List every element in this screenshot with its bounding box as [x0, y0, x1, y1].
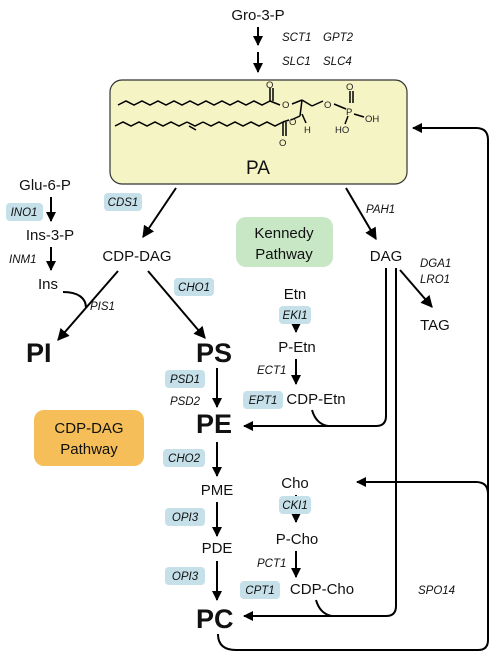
enzyme-inm1: INM1 [9, 254, 36, 266]
enzyme-slc1: SLC1 [282, 56, 311, 68]
dag-label: DAG [370, 248, 403, 265]
enzyme-cds1: CDS1 [108, 197, 139, 209]
enzyme-sct1: SCT1 [282, 32, 311, 44]
arrow-cdpdag-pi [57, 270, 119, 341]
cdpdag-pathway-box [34, 410, 144, 466]
ins3p-label: Ins-3-P [26, 227, 74, 244]
ino1-highlight [6, 203, 43, 221]
atom-ho: HO [335, 125, 349, 136]
cho-label: Cho [281, 475, 309, 492]
enzyme-opi3-a: OPI3 [172, 512, 199, 524]
pi-label: PI [26, 338, 52, 368]
arrow-pa-dag [345, 187, 377, 241]
enzyme-lro1: LRO1 [420, 274, 450, 286]
atom-o-carbonyl-lower: O [279, 138, 286, 149]
enzyme-slc4: SLC4 [323, 56, 352, 68]
p-cho-label: P-Cho [276, 531, 319, 548]
cdpetn-joining-curve [311, 409, 329, 427]
atom-o-phosphoryl: O [346, 82, 353, 93]
arrow-pc-spo14-loop [217, 123, 489, 651]
opi3a-highlight [165, 508, 205, 526]
enzyme-pah1: PAH1 [366, 204, 395, 216]
arrow-dag-tag [399, 269, 433, 308]
atom-o-ester-upper: O [282, 100, 289, 111]
pa-chemical-structure [114, 88, 365, 136]
atom-o-phosphoester: O [324, 100, 331, 111]
atom-o-carbonyl-upper: O [266, 80, 273, 91]
arrow-dag-pc [243, 268, 397, 621]
etn-label: Etn [284, 286, 307, 303]
ins-joining-curve [62, 291, 87, 309]
pa-box [109, 79, 408, 185]
cho2-highlight [163, 449, 205, 467]
opi3b-highlight [165, 567, 205, 585]
ins-label: Ins [38, 276, 58, 293]
arrow-dag-pe [243, 268, 387, 431]
cds1-highlight [104, 193, 142, 211]
enzyme-pis1: PIS1 [90, 301, 115, 313]
cdp-dag-label: CDP-DAG [102, 248, 171, 265]
enzyme-dga1: DGA1 [420, 258, 451, 270]
enzyme-ino1: INO1 [11, 207, 38, 219]
pa-label: PA [246, 158, 270, 179]
cdp-cho-label: CDP-Cho [290, 581, 354, 598]
cho1-highlight [174, 278, 214, 296]
arrow-pa-cdpdag [142, 187, 177, 238]
atom-oh: OH [365, 114, 379, 125]
cki1-highlight [279, 496, 311, 514]
enzyme-cho1: CHO1 [178, 282, 210, 294]
gro3p-label: Gro-3-P [231, 7, 284, 24]
pme-label: PME [201, 482, 234, 499]
arrow-spo14-to-cho [356, 477, 489, 495]
atom-o-ester-lower: O [289, 117, 296, 128]
enzyme-cho2: CHO2 [168, 453, 201, 465]
p-etn-label: P-Etn [278, 339, 316, 356]
enzyme-psd1: PSD1 [170, 374, 200, 386]
pe-label: PE [196, 409, 232, 439]
kennedy-pathway-line1: Kennedy [254, 225, 314, 242]
enzyme-psd2: PSD2 [170, 396, 201, 408]
enzyme-spo14: SPO14 [418, 585, 455, 597]
atom-p: P [346, 107, 352, 118]
pde-label: PDE [202, 540, 233, 557]
eki1-highlight [279, 306, 311, 324]
kennedy-pathway-box [236, 217, 333, 267]
psd1-highlight [165, 370, 205, 388]
enzyme-cpt1: CPT1 [245, 585, 274, 597]
cdpdag-pathway-line1: CDP-DAG [54, 420, 123, 437]
pc-label: PC [196, 604, 234, 634]
cpt1-highlight [240, 581, 280, 599]
arrow-cdpdag-ps [147, 270, 206, 339]
kennedy-pathway-line2: Pathway [255, 246, 313, 263]
atom-h: H [304, 125, 311, 136]
enzyme-ect1: ECT1 [257, 365, 286, 377]
enzyme-pct1: PCT1 [257, 558, 286, 570]
glu6p-label: Glu-6-P [19, 177, 71, 194]
enzyme-ept1: EPT1 [249, 395, 278, 407]
cdpcho-joining-curve [315, 599, 333, 617]
ps-label: PS [196, 338, 232, 368]
enzyme-cki1: CKI1 [282, 500, 308, 512]
enzyme-gpt2: GPT2 [323, 32, 354, 44]
tag-label: TAG [420, 317, 450, 334]
cdp-etn-label: CDP-Etn [286, 391, 345, 408]
enzyme-opi3-b: OPI3 [172, 571, 199, 583]
cdpdag-pathway-line2: Pathway [60, 441, 118, 458]
enzyme-eki1: EKI1 [283, 310, 308, 322]
ept1-highlight [243, 391, 283, 409]
